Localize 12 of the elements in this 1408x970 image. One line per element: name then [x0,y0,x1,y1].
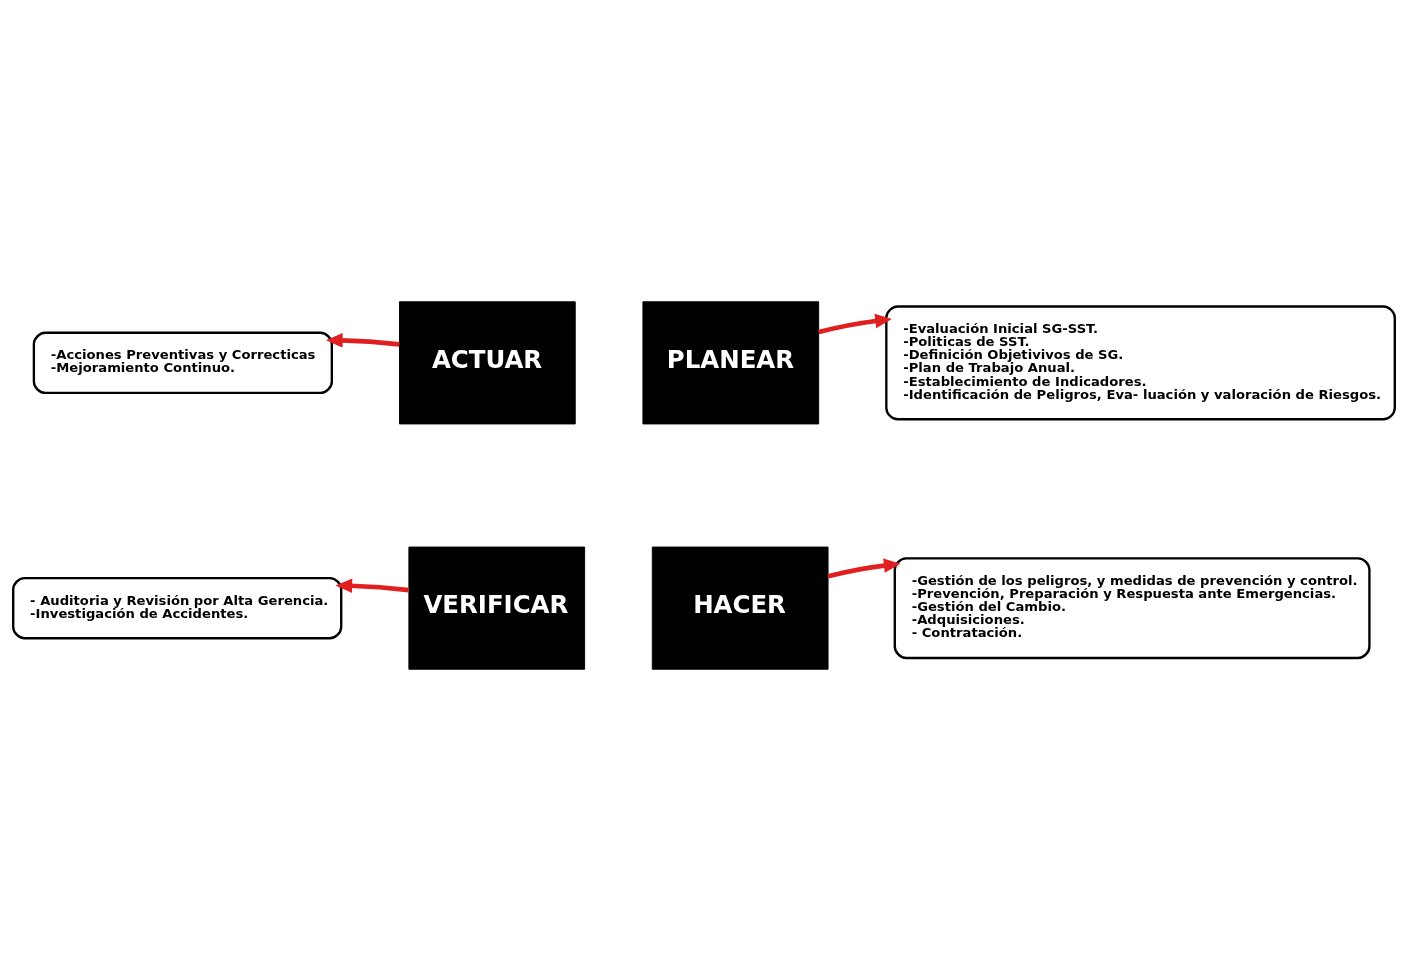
node-box: PLANEAR [642,300,820,424]
node-box: -Gestión de los peligros, y medidas de prevención y control. -Prevención, Preparación y Respuesta ante Emergencias. -Gestión del Cambio. -Adquisiciones. - Contratación. [893,556,1371,659]
node-box: ACTUAR [399,300,576,424]
arrow [335,578,410,593]
arrow [818,313,892,334]
node-box: -Acciones Preventivas y Correcticas -Mejoramiento Continuo. [32,331,333,394]
node-box: VERIFICAR [408,546,586,670]
node-box: HACER [651,546,829,670]
arrow [325,332,400,348]
arrow [827,557,901,578]
node-box: -Evaluación Inicial SG-SST. -Politicas de SST. -Definición Objetivivos de SG. -Plan de Trabajo Anual. -Establecimiento de Indicadores. -Identificación de Peligros, Eva- luación y valoración de Riesgos. [885,304,1396,420]
node-box: - Auditoria y Revisión por Alta Gerencia. -Investigación de Accidentes. [12,576,343,639]
